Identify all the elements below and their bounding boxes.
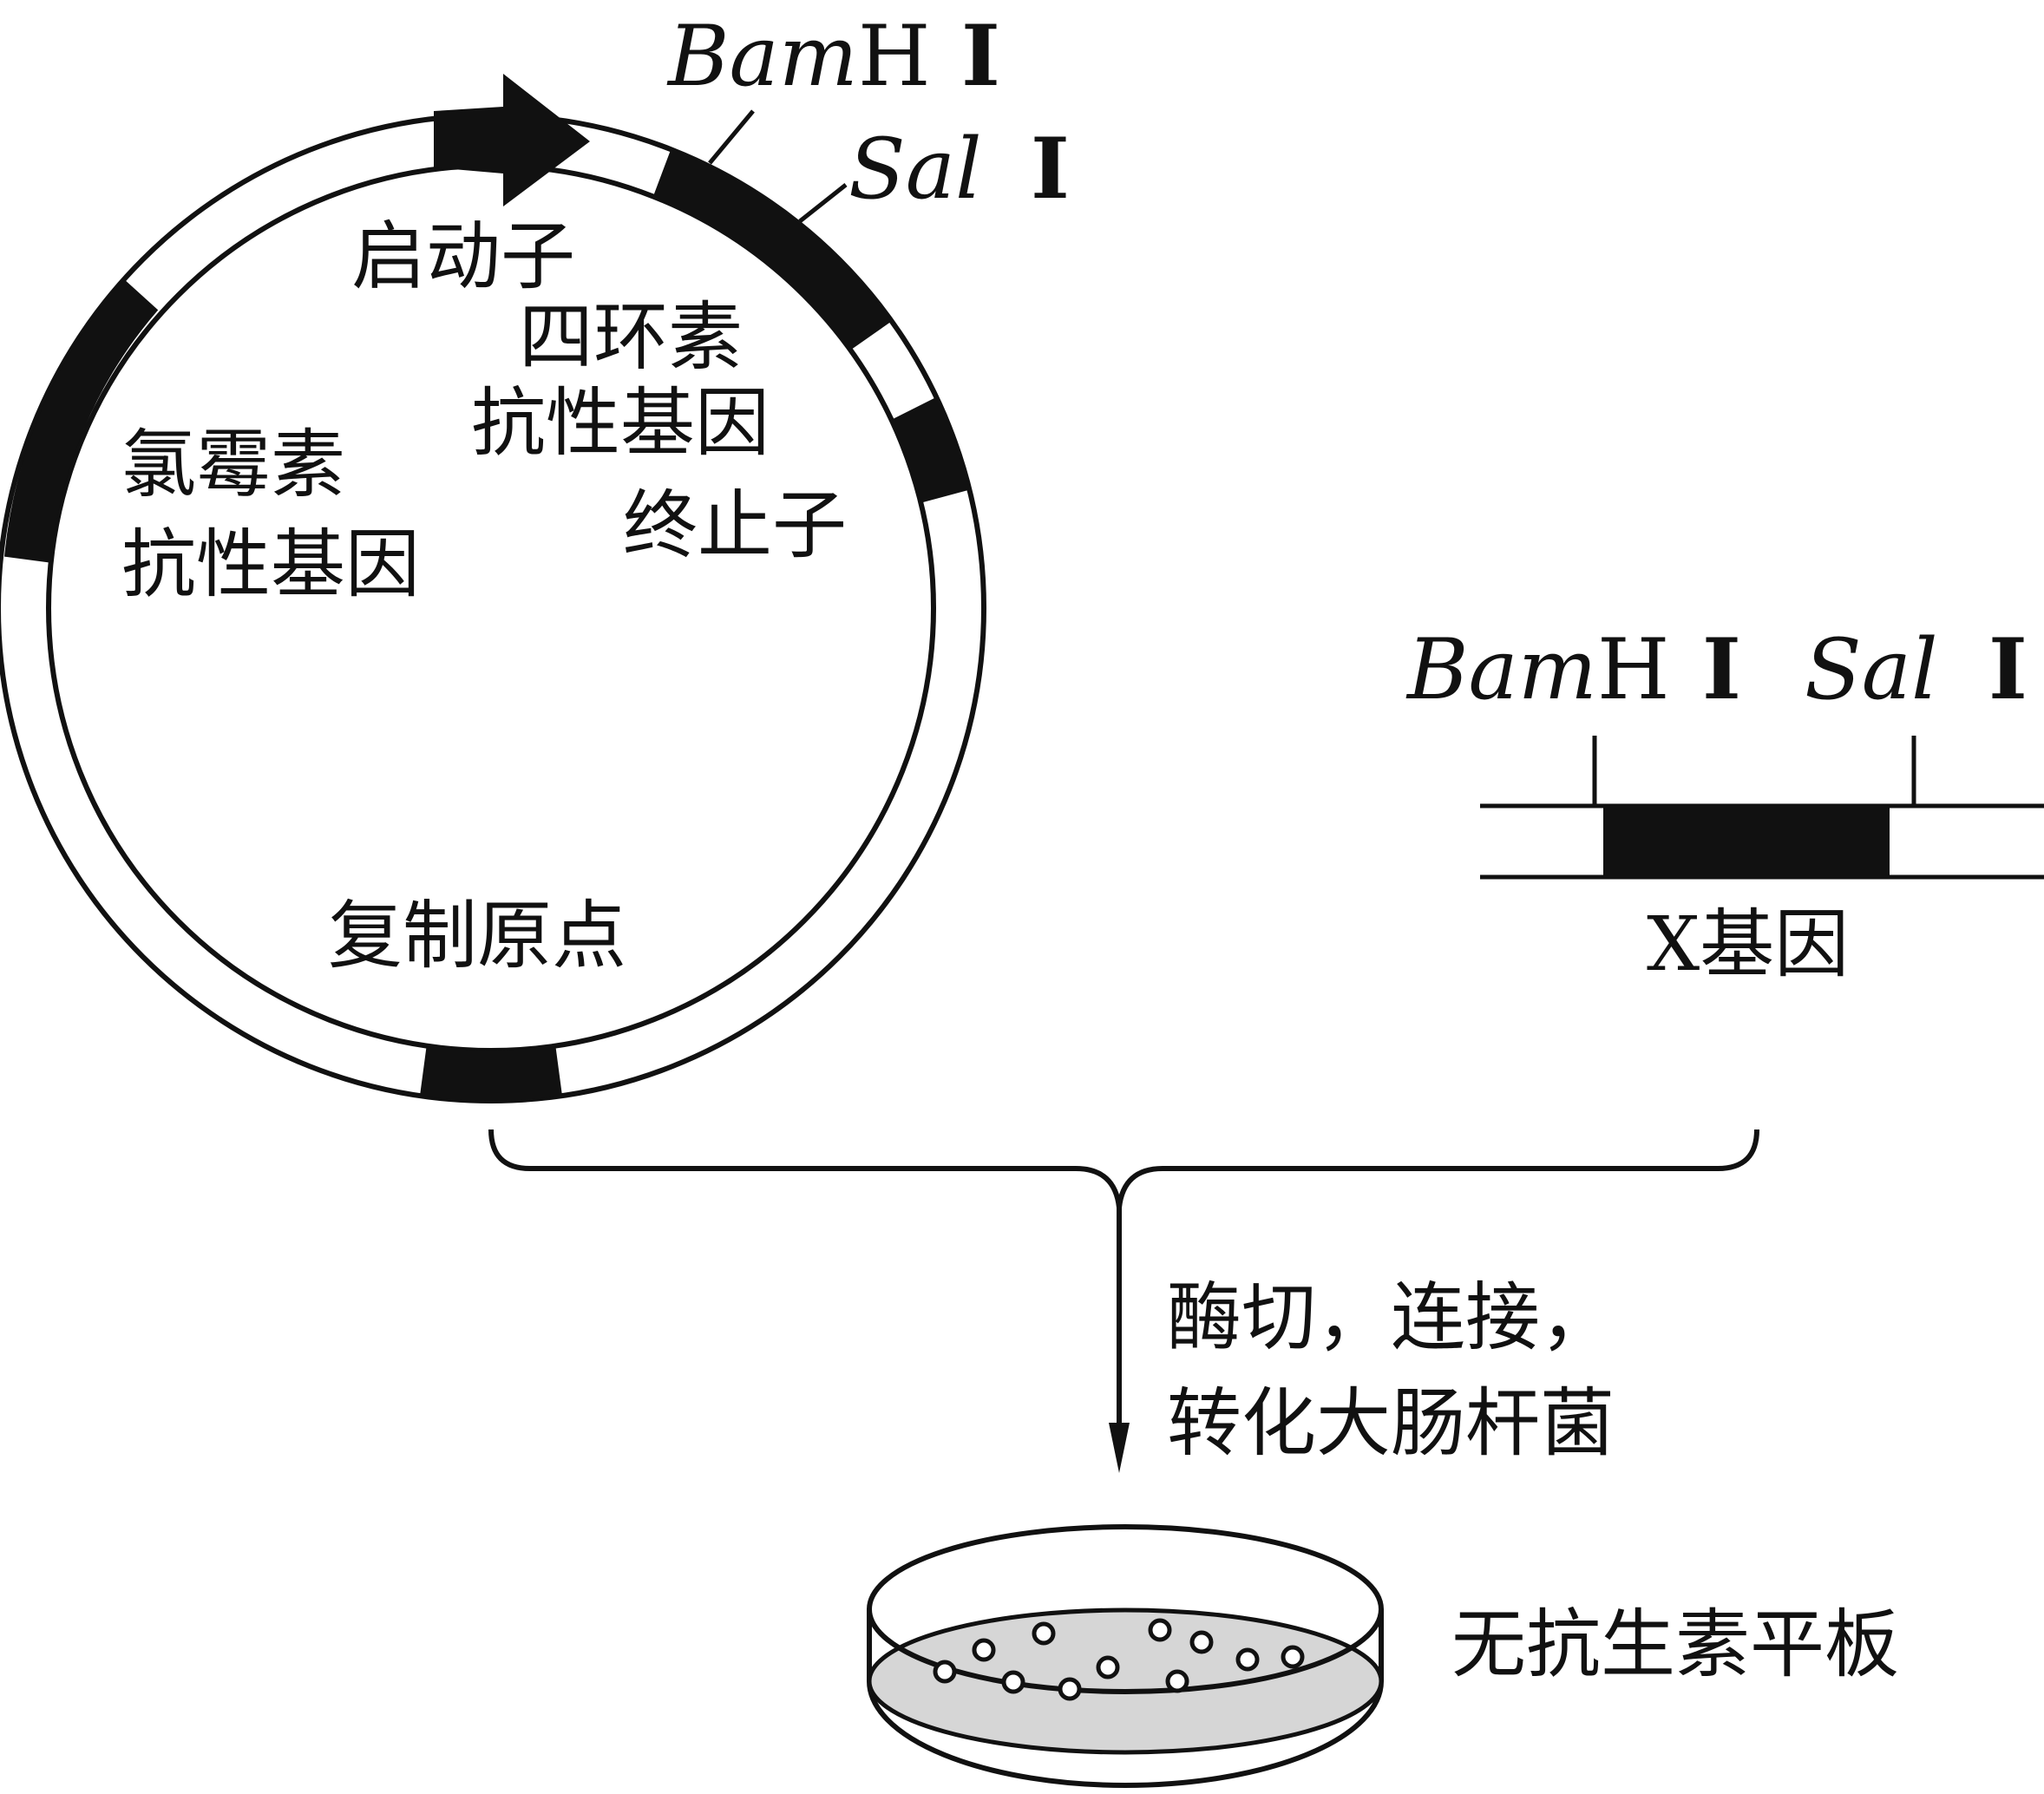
x-gene-fragment: BamH Ⅰ Sal Ⅰ X基因 (1405, 620, 2044, 988)
origin-label: 复制原点 (328, 893, 626, 979)
plasmid: BamH Ⅰ Sal Ⅰ 启动子 四环素 抗性基因 氯霉素 抗性基因 终止子 复… (0, 7, 1070, 1103)
process-step-line-1: 酶切，连接， (1167, 1274, 1615, 1361)
colony (1001, 1670, 1025, 1694)
plate-label: 无抗生素平板 (1451, 1601, 1899, 1688)
plasmid-sali-roman: Ⅰ (1031, 120, 1070, 218)
colony (1096, 1655, 1120, 1679)
tet-resistance-label-1: 四环素 (519, 294, 743, 381)
terminator-label: 终止子 (623, 482, 847, 569)
cm-resistance-segment (4, 278, 159, 563)
colony (1058, 1677, 1082, 1701)
gene-sali-roman: Ⅰ (1988, 620, 2028, 718)
plasmid-sali-label: Sal (848, 121, 982, 218)
cm-resistance-label-2: 抗性基因 (121, 521, 420, 608)
colony (972, 1638, 996, 1662)
gene-bamhi-label: BamH (1405, 621, 1670, 718)
colony (1148, 1618, 1172, 1642)
plasmid-bamhi-label: BamH (666, 8, 931, 105)
colony (1235, 1647, 1260, 1672)
colonies (933, 1618, 1305, 1701)
tet-resistance-segment (652, 149, 892, 351)
dish-rim (867, 1524, 1384, 1694)
origin-segment (420, 1045, 562, 1101)
colony (1189, 1630, 1214, 1654)
tet-resistance-label-2: 抗性基因 (471, 380, 770, 467)
colony (1281, 1645, 1305, 1669)
terminator-segment (889, 397, 970, 503)
petri-dish (867, 1524, 1384, 1788)
promoter-label: 启动子 (351, 213, 575, 300)
process-step-line-2: 转化大肠杆菌 (1167, 1380, 1615, 1467)
x-gene-label: X基因 (1647, 901, 1849, 988)
plasmid-bamhi-roman: Ⅰ (961, 7, 1000, 105)
process-arrow-head-icon (1109, 1423, 1130, 1473)
colony (1165, 1669, 1189, 1693)
merge-brace (488, 1129, 1759, 1208)
gene-bamhi-roman: Ⅰ (1702, 620, 1741, 718)
dish-agar (867, 1607, 1384, 1755)
cm-resistance-label-1: 氯霉素 (121, 422, 345, 508)
gene-sali-label: Sal (1805, 621, 1938, 718)
x-gene-block (1603, 806, 1890, 877)
promoter-arrow-icon (434, 74, 590, 206)
sali-pointer-line (798, 183, 848, 223)
colony (1032, 1621, 1056, 1646)
colony (933, 1660, 957, 1684)
bamhi-pointer-line (708, 109, 755, 165)
